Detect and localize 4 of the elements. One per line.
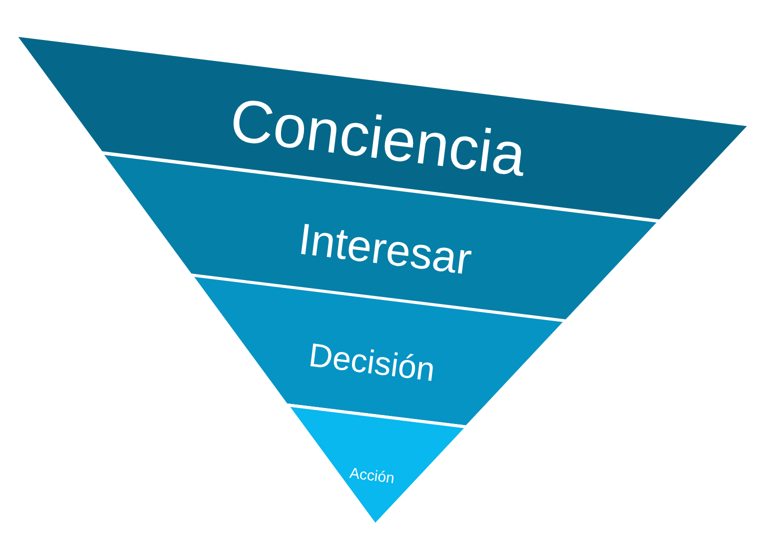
stage-label: Decisión [307, 338, 437, 386]
stage-label: Interesar [296, 218, 474, 282]
stage-label: Conciencia [227, 90, 529, 186]
stage-label: Acción [348, 466, 396, 486]
